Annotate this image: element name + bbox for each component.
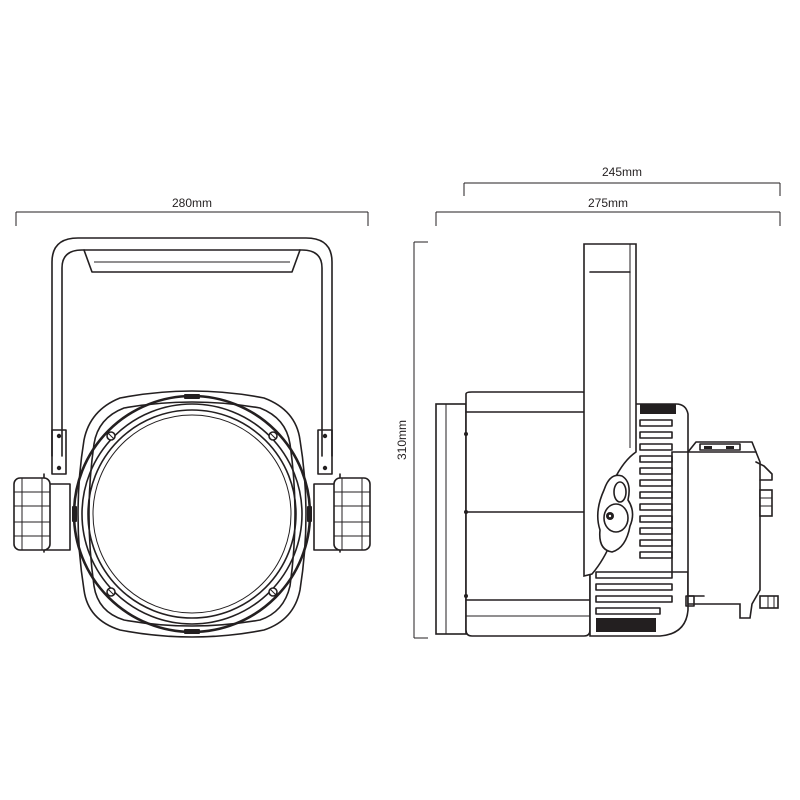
front-width-label: 280mm <box>172 196 212 210</box>
dimension-side-total: 275mm <box>435 196 781 226</box>
dimension-front-width: 280mm <box>15 196 369 226</box>
front-lens-clips <box>72 394 312 634</box>
dimension-height: 310mm <box>395 241 428 639</box>
dimension-side-body: 245mm <box>463 165 781 196</box>
height-label: 310mm <box>395 420 409 460</box>
front-left-knob <box>13 477 51 551</box>
front-view <box>13 237 371 638</box>
side-rear-panel <box>685 441 779 619</box>
side-tilt-knob <box>596 474 634 553</box>
side-main-body <box>464 391 591 637</box>
side-lens-plate <box>435 403 467 635</box>
front-screws <box>106 431 278 597</box>
front-right-knob <box>333 477 371 551</box>
side-view <box>435 243 779 637</box>
side-total-label: 275mm <box>588 196 628 210</box>
side-body-label: 245mm <box>602 165 642 179</box>
